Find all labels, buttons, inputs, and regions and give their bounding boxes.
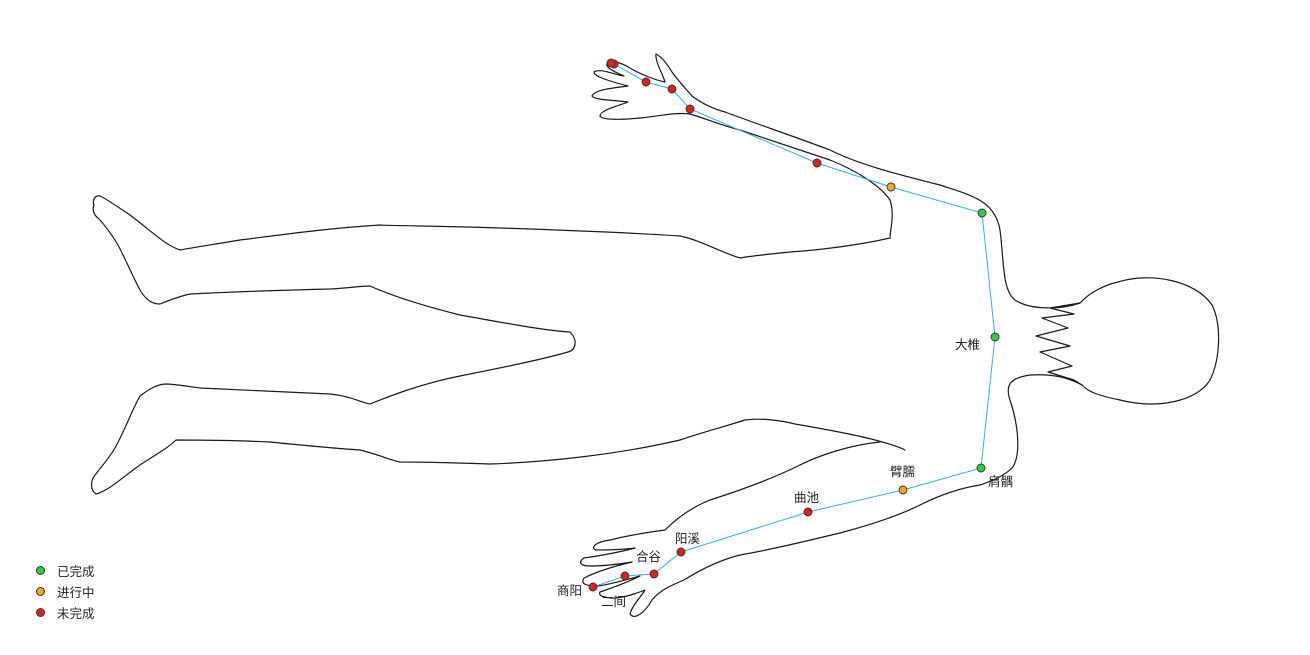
label-jianyu: 肩髃 (988, 474, 1013, 489)
legend-dot-todo (36, 608, 45, 617)
upper-shoulder-outline (591, 53, 1081, 309)
meridian-lines (592, 63, 996, 588)
acupoint-hegu[interactable] (649, 569, 659, 579)
head-outline (1079, 277, 1220, 405)
label-dazhui: 大椎 (955, 337, 980, 352)
acupoints (588, 58, 1000, 592)
acupoint-jianyu[interactable] (976, 463, 986, 473)
acupoint-sanjian[interactable] (620, 571, 630, 581)
acupoint-shangyang-top[interactable] (606, 58, 616, 68)
acupoint-yangxi-top[interactable] (685, 104, 695, 114)
legend-item-todo[interactable]: 未完成 (36, 602, 95, 623)
label-erjian: 二间 (601, 594, 626, 609)
label-shangyang: 商阳 (557, 583, 582, 598)
lower-arm-meridian (592, 336, 996, 588)
legend-label-done: 已完成 (57, 564, 95, 579)
body-outline (90, 53, 1220, 617)
upper-leg-outline (90, 195, 906, 495)
label-yangxi: 阳溪 (675, 531, 701, 546)
acupoint-quchi[interactable] (803, 507, 813, 517)
legend-item-progress[interactable]: 进行中 (36, 581, 95, 602)
status-legend: 已完成 进行中 未完成 (36, 560, 95, 623)
upper-arm-meridian (613, 63, 996, 338)
acupoint-shangyang[interactable] (588, 582, 598, 592)
legend-dot-done (36, 566, 45, 575)
acupoint-jianyu-top[interactable] (977, 208, 987, 218)
legend-label-todo: 未完成 (57, 606, 95, 621)
legend-dot-progress (36, 587, 45, 596)
label-binao: 臂臑 (890, 464, 915, 479)
legend-label-progress: 进行中 (57, 585, 95, 600)
acupoint-quchi-top[interactable] (812, 158, 822, 168)
hair-outline (1035, 302, 1083, 386)
acupoint-yangxi[interactable] (676, 547, 686, 557)
acupoint-hegu-top[interactable] (667, 84, 677, 94)
acupoint-binao[interactable] (898, 485, 908, 495)
acupoint-sanjian-top[interactable] (641, 77, 651, 87)
label-quchi: 曲池 (794, 490, 820, 505)
acupoint-dazhui[interactable] (990, 332, 1000, 342)
lower-arm-outline (580, 374, 1083, 617)
acupoint-labels: 大椎 肩髃 臂臑 曲池 阳溪 合谷 商阳 二间 (557, 337, 1013, 609)
label-hegu: 合谷 (636, 549, 662, 564)
legend-item-done[interactable]: 已完成 (36, 560, 95, 581)
acupoint-binao-top[interactable] (886, 182, 896, 192)
